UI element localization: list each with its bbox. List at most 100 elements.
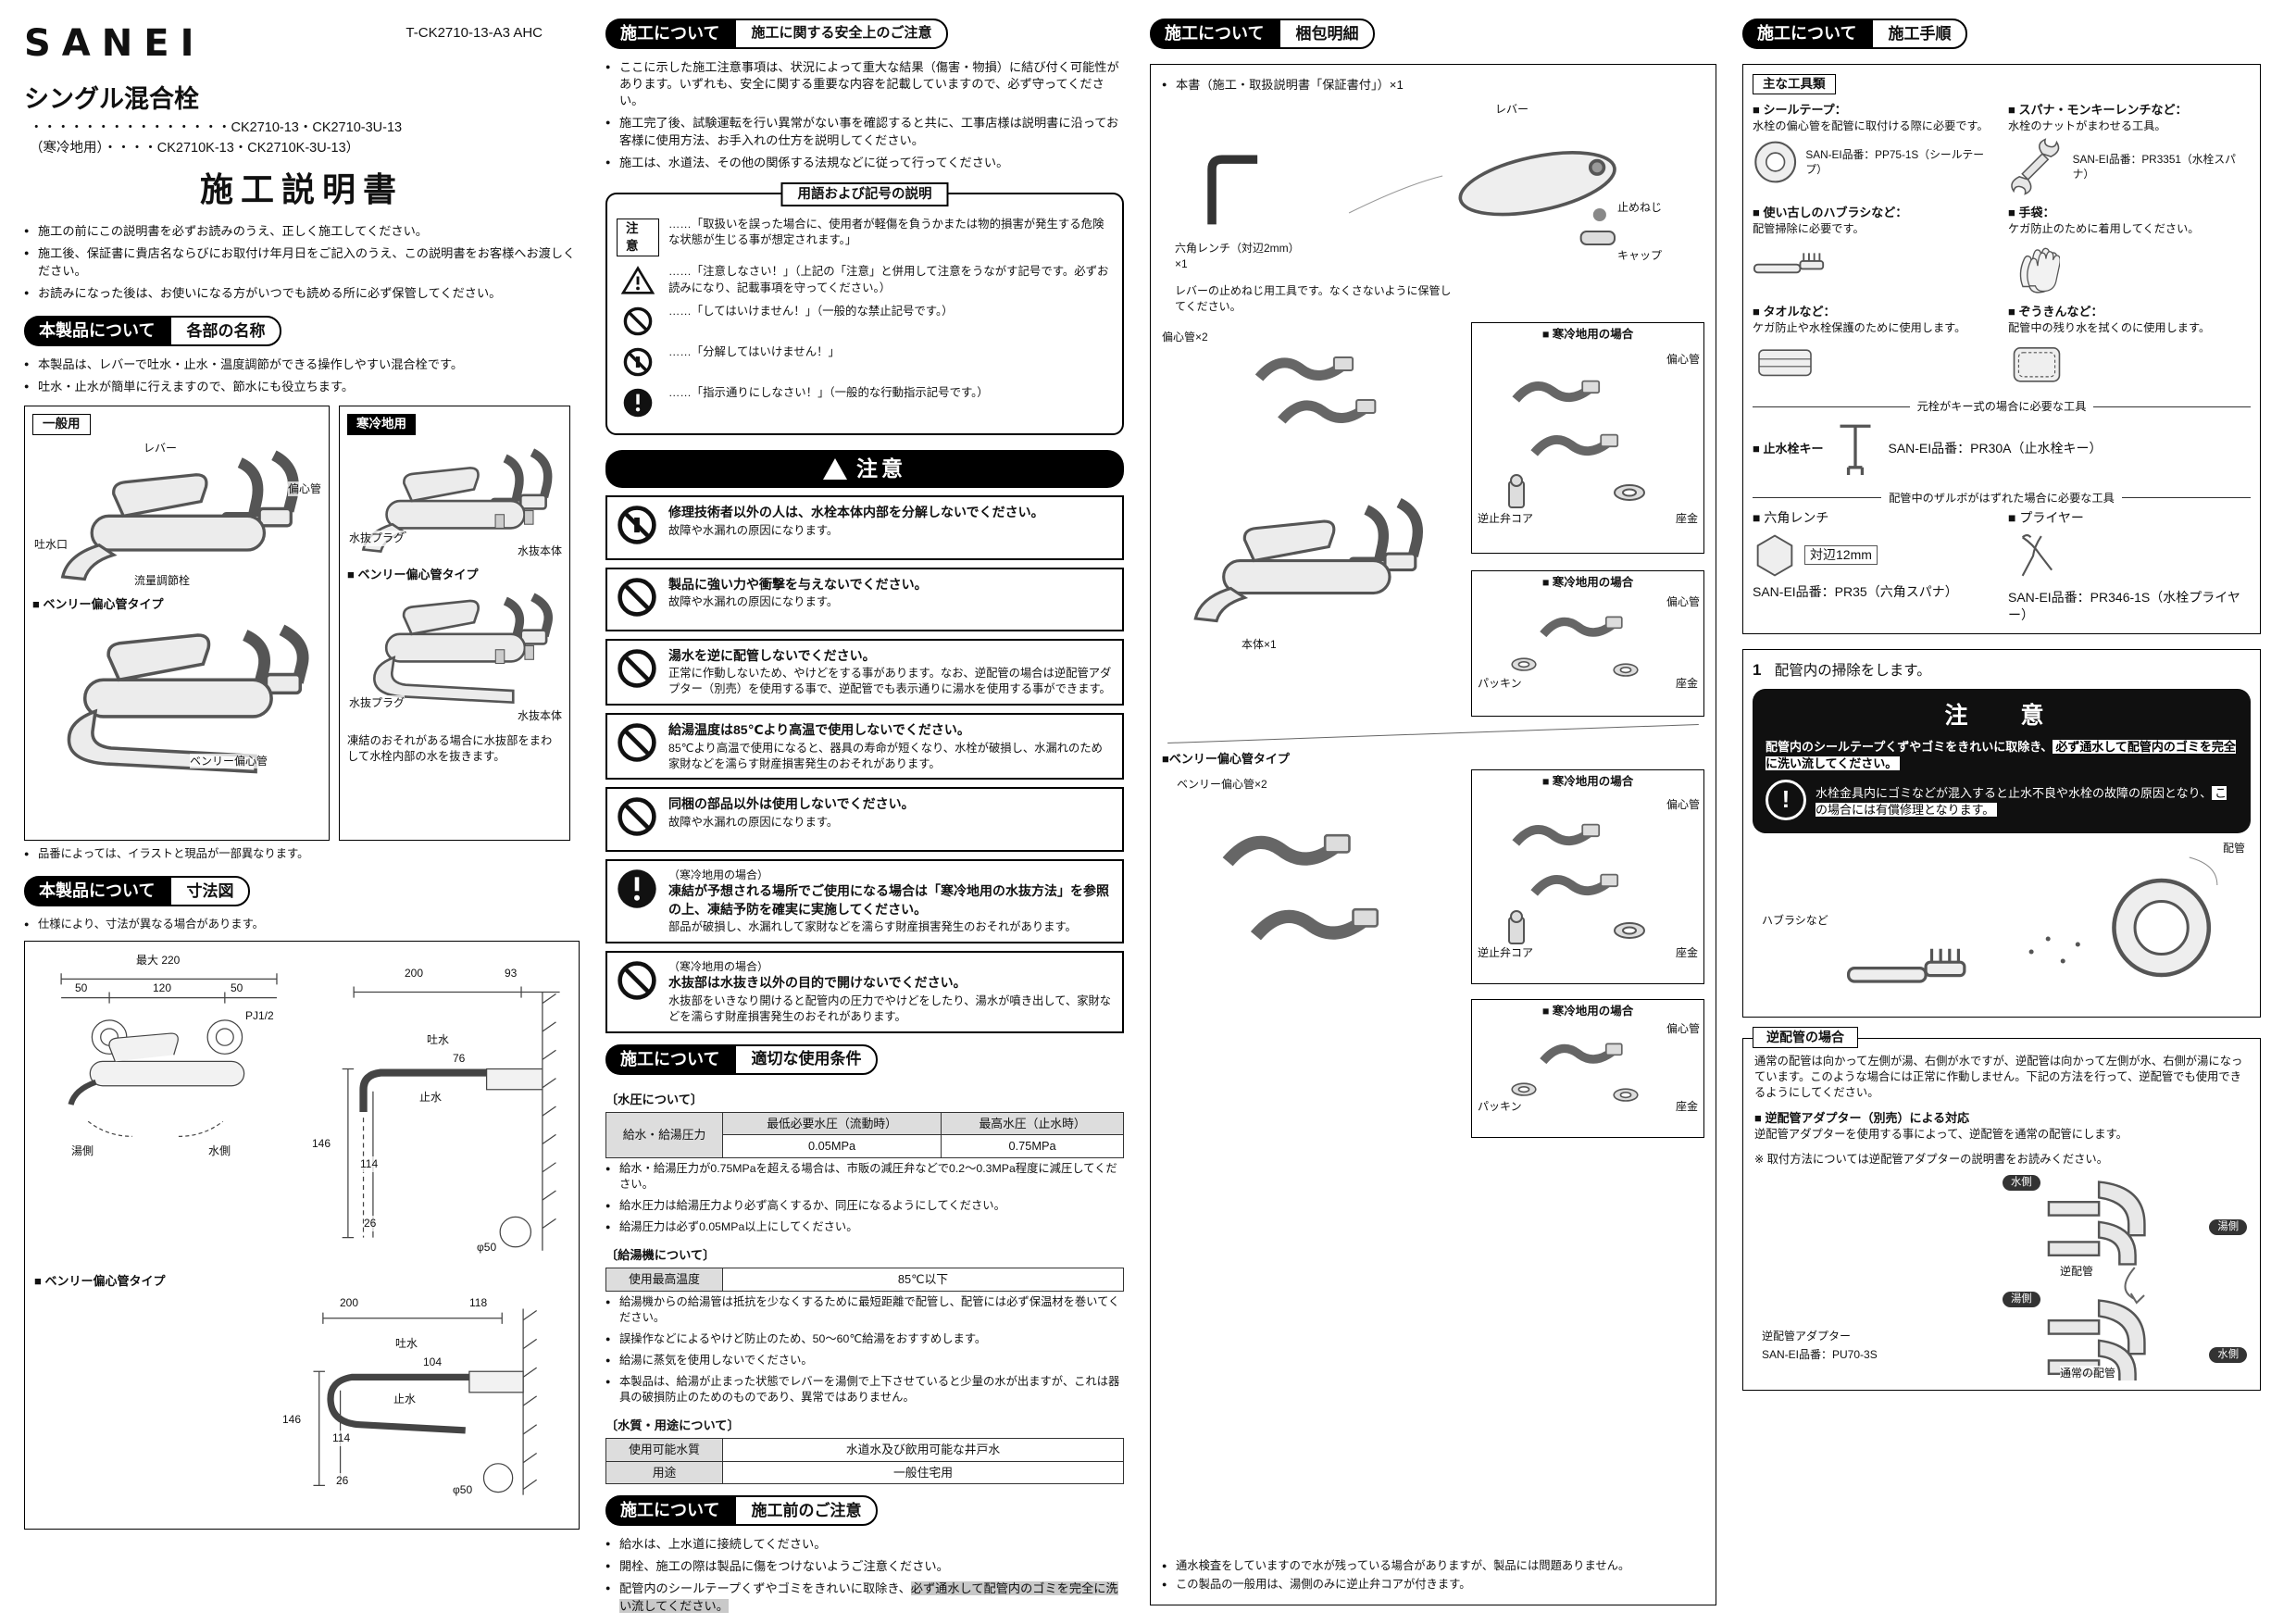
caution-banner-text: 注意 xyxy=(856,456,906,481)
terms-title: 用語および記号の説明 xyxy=(780,182,949,207)
before-bullet: 給水は、上水道に接続してください。 xyxy=(605,1536,1124,1553)
before-bullet: 開栓、施工の際は製品に傷をつけないようご注意ください。 xyxy=(605,1558,1124,1575)
column-packing-list: 施工について 梱包明細 本書（施工・取扱説明書「保証書付」）×1 レバー 止めね… xyxy=(1150,19,1716,1605)
label-stop-dim: 止水 xyxy=(419,1090,443,1106)
label-brush: ハブラシなど xyxy=(1762,913,1828,929)
dim-104: 104 xyxy=(423,1354,443,1370)
caution-banner: 注意 xyxy=(605,449,1124,489)
caution-pre: （寒冷地用の場合） xyxy=(668,959,769,973)
caption-normal-piping: 通常の配管 xyxy=(2060,1365,2116,1381)
step-number: 1 xyxy=(1753,661,1762,680)
cold-parts-box-1: ■ 寒冷地用の場合 偏心管 逆止弁コア 座金 xyxy=(1471,322,1704,555)
tool-rag: ■ ぞうきんなど： 配管中の残り水を拭くのに使用します。 xyxy=(2008,304,2251,388)
caution-body: 水抜部をいきなり開けると配管内の圧力でやけどをしたり、湯水が噴き出して、家財など… xyxy=(668,993,1112,1023)
tool-gloves: ■ 手袋： ケガ防止のために着用してください。 xyxy=(2008,205,2251,294)
label-stop-dim: 止水 xyxy=(393,1391,417,1407)
safety-bullet: 施工完了後、試験運転を行い異常がない事を確認すると共に、工事店様は説明書に沿って… xyxy=(605,115,1124,148)
key-divider-text: 元栓がキー式の場合に必要な工具 xyxy=(1916,399,2087,413)
pressure-row-label: 給水・給湯圧力 xyxy=(605,1111,723,1159)
quality-table: 使用可能水質 水道水及び飲用可能な井戸水 用途 一般住宅用 xyxy=(605,1437,1124,1485)
key-tools-divider: 元栓がキー式の場合に必要な工具 xyxy=(1753,399,2251,415)
section-header-dimensions: 本製品について 寸法図 xyxy=(24,876,580,907)
prohibited-icon xyxy=(616,721,658,768)
benri-dim-title: ■ ベンリー偏心管タイプ xyxy=(34,1274,166,1289)
label-washer: 座金 xyxy=(1675,511,1698,527)
section-tab: 施工について xyxy=(605,19,735,49)
prohibited-icon xyxy=(616,959,658,1006)
general-type-chip: 一般用 xyxy=(32,414,91,435)
sanei-logo: SANEI xyxy=(24,22,206,65)
section-header-packing: 施工について 梱包明細 xyxy=(1150,19,1716,49)
cold-faucet-figure: 水抜プラグ 水抜本体 xyxy=(347,441,562,559)
tool-desc: 配管掃除に必要です。 xyxy=(1753,222,1865,236)
dims-note: 仕様により、寸法が異なる場合があります。 xyxy=(24,917,580,932)
caution-word-chip: 注意 xyxy=(617,219,659,257)
dimension-drawing xyxy=(60,973,560,1251)
caution-item: （寒冷地用の場合） 水抜部は水抜き以外の目的で開けないでください。水抜部をいきなり… xyxy=(605,950,1124,1033)
before-bullet-highlighted: 配管内のシールテープくずやゴミをきれいに取除き、必ず通水して配管内のゴミを完全に… xyxy=(605,1580,1124,1614)
label-benri-eccentric-x2: ベンリー偏心管×2 xyxy=(1177,776,1267,793)
section-tab: 施工について xyxy=(1742,19,1872,49)
standard-parts-figure: 偏心管×2 本体×1 ■ 寒冷地用の場合 偏心管 逆止弁コア 座金 xyxy=(1162,322,1704,720)
section-sub: 各部の名称 xyxy=(169,315,282,346)
dim-phi50: φ50 xyxy=(453,1481,473,1498)
section-tab: 施工について xyxy=(605,1495,735,1526)
label-washer: 座金 xyxy=(1675,1099,1698,1115)
pressure-bullet: 給水・給湯圧力が0.75MPaを超える場合は、市販の減圧弁などで0.2〜0.3M… xyxy=(605,1161,1124,1193)
variant-note: 品番によっては、イラストと現品が一部異なります。 xyxy=(24,846,580,862)
label-drain-body: 水抜本体 xyxy=(517,543,562,559)
dim-50-right: 50 xyxy=(231,981,243,996)
tools-box: 主な工具類 ■ シールテープ： 水栓の偏心管を配管に取付ける際に必要です。 SA… xyxy=(1742,63,2261,635)
label-packing: パッキン xyxy=(1478,676,1522,692)
section-break-line xyxy=(1167,724,1699,744)
section-header-safety: 施工について 施工に関する安全上のご注意 xyxy=(605,19,1124,49)
tool-desc: ケガ防止のために着用してください。 xyxy=(2008,222,2200,236)
pressure-table: 給水・給湯圧力 最低必要水圧（流動時） 最高水圧（止水時） 0.05MPa 0.… xyxy=(605,1111,1124,1159)
hex-wrench-part: SAN-EI品番：PR35（六角スパナ） xyxy=(1753,583,1958,599)
term-caution-text: ……「取扱いを誤った場合に、使用者が軽傷を負うかまたは物的損害が発生する危険な状… xyxy=(668,218,1104,247)
heater-label: 使用最高温度 xyxy=(605,1268,723,1292)
caution-title: 水抜部は水抜き以外の目的で開けないでください。 xyxy=(668,975,967,991)
label-eccentric-pipe: 偏心管 xyxy=(1666,352,1700,368)
no-disassembly-icon xyxy=(616,504,658,551)
mandatory-icon xyxy=(616,868,658,915)
reverse-piping-body: 通常の配管は向かって左側が湯、右側が水ですが、逆配管は向かって左側が水、右側が湯… xyxy=(1754,1055,2243,1099)
heater-value: 85℃以下 xyxy=(722,1268,1124,1292)
dim-120: 120 xyxy=(153,981,172,996)
reverse-piping-figure: 水側 湯側 逆配管 湯側 水側 通常の配管 逆配管アダプター SAN-EI品番：… xyxy=(1754,1174,2249,1381)
general-benri-figure: ベンリー偏心管 xyxy=(32,615,321,800)
dim-50-left: 50 xyxy=(75,981,88,996)
dim-phi50: φ50 xyxy=(477,1240,497,1255)
column-procedure: 施工について 施工手順 主な工具類 ■ シールテープ： 水栓の偏心管を配管に取付… xyxy=(1742,19,2261,1605)
pressure-title: 〔水圧について〕 xyxy=(605,1092,704,1106)
label-pipe: 配管 xyxy=(2222,841,2245,856)
caution-title: 給湯温度は85℃より高温で使用しないでください。 xyxy=(668,722,970,738)
dimension-drawing-benri xyxy=(313,1308,538,1495)
pressure-min-value: 0.05MPa xyxy=(721,1134,942,1159)
cold-benri-figure: 水抜プラグ 水抜本体 xyxy=(347,585,562,724)
label-eccentric-x2: 偏心管×2 xyxy=(1162,330,1208,345)
label-lever: レバー xyxy=(1495,102,1529,118)
section-sub: 寸法図 xyxy=(169,876,251,907)
stop-valve-key-part: SAN-EI品番：PR30A（止水栓キー） xyxy=(1888,440,2103,456)
cold-benri-faucet-illustration xyxy=(347,585,562,724)
towel-icon xyxy=(1758,349,1812,376)
hexagon-icon xyxy=(1756,534,1793,577)
lever-figure-drawing xyxy=(1162,139,1622,246)
names-bullet: 吐水・止水が簡単に行えますので、節水にも役立ちます。 xyxy=(24,379,580,395)
dimension-diagram-box: 最大 220 50 120 50 PJ1/2 湯側 水側 200 93 吐水 7… xyxy=(24,941,580,1530)
caution-item: 製品に強い力や衝撃を与えないでください。故障や水漏れの原因になります。 xyxy=(605,567,1124,631)
cold-parts-box-2b: ■ 寒冷地用の場合 偏心管 パッキン 座金 xyxy=(1471,998,1704,1138)
label-drain-body: 水抜本体 xyxy=(517,708,562,724)
dim-114: 114 xyxy=(332,1430,351,1446)
badge-water-side: 水側 xyxy=(2003,1174,2040,1192)
section-sub: 施工前のご注意 xyxy=(734,1495,879,1526)
manual-book-bullet: 本書（施工・取扱説明書「保証書付」）×1 xyxy=(1162,77,1704,94)
section-tab: 本製品について xyxy=(24,315,170,346)
dim-76: 76 xyxy=(453,1051,466,1067)
tool-name: ■ タオルなど： xyxy=(1753,304,1836,319)
stop-valve-key-name: ■ 止水栓キー xyxy=(1753,441,1824,456)
caution-line-plain: 配管内のシールテープくずやゴミをきれいに取除き、 xyxy=(1766,740,2053,755)
usage-value: 一般住宅用 xyxy=(722,1460,1124,1485)
label-spout-dim: 吐水 xyxy=(395,1335,418,1352)
